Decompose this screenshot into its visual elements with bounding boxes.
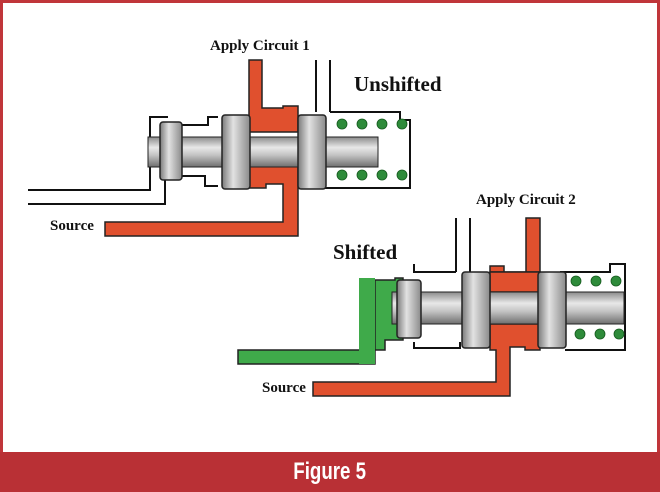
spool-land-1a — [159, 121, 183, 181]
spool-land-2b — [461, 271, 491, 349]
source-label-2: Source — [262, 380, 306, 396]
spring-icon — [336, 118, 408, 181]
source-label-1: Source — [50, 218, 94, 234]
unshifted-valve — [28, 59, 411, 237]
source-fluid-2 — [489, 217, 541, 275]
spring-icon-2 — [570, 275, 625, 340]
figure-caption: Figure 5 — [293, 458, 367, 485]
spool-stem-1 — [147, 136, 379, 168]
source-fluid-1b — [104, 161, 299, 237]
shift-fluid — [237, 277, 404, 365]
spool-land-1b — [221, 114, 251, 190]
valve-diagram — [28, 59, 626, 397]
source-fluid-1 — [248, 59, 299, 133]
shifted-valve — [237, 217, 626, 397]
unshifted-label: Unshifted — [354, 72, 442, 96]
apply-circuit-2-label: Apply Circuit 2 — [476, 192, 576, 208]
source-fluid-2b — [312, 323, 541, 397]
spool-land-1c — [297, 114, 327, 190]
spool-stem-2 — [391, 291, 625, 325]
apply-circuit-1-label: Apply Circuit 1 — [210, 38, 310, 54]
caption-bar: Figure 5 — [0, 452, 660, 492]
spool-land-2c — [537, 271, 567, 349]
shifted-label: Shifted — [333, 240, 398, 264]
spool-land-2a — [396, 279, 422, 339]
